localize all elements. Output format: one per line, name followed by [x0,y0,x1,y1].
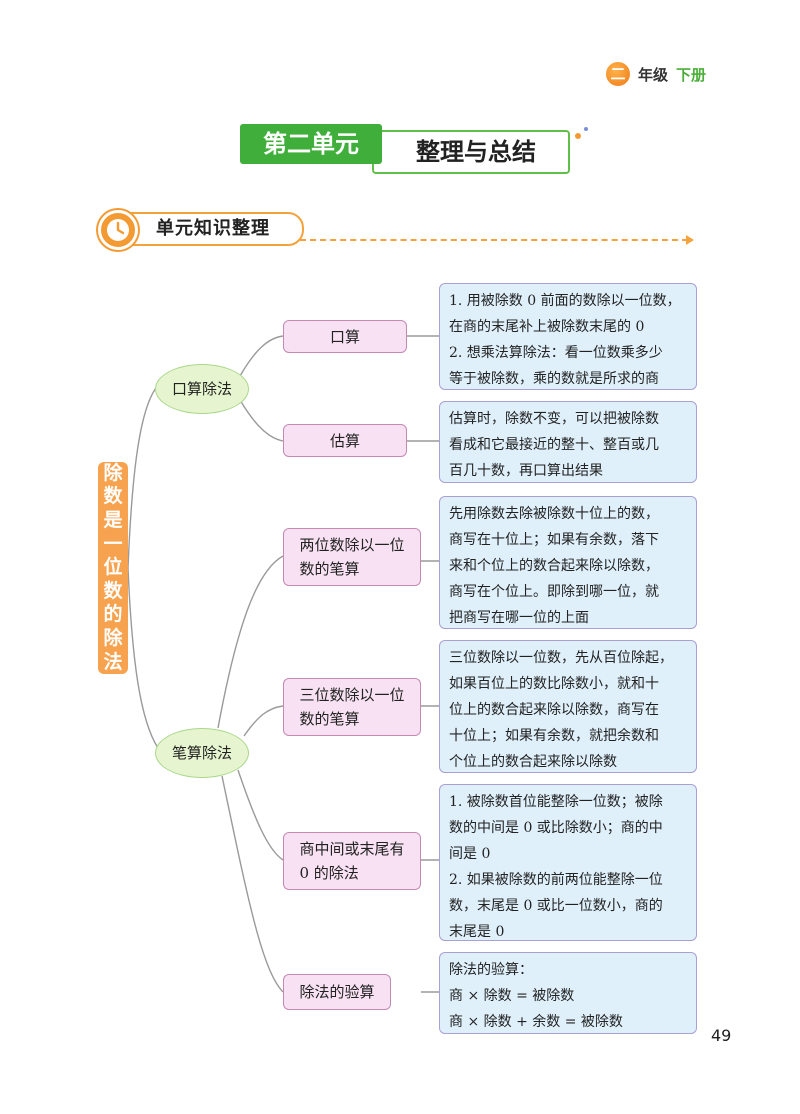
topic-two-digit-division: 两位数除以一位数的笔算 [283,528,421,586]
branch-oral-division: 口算除法 [155,364,249,414]
topic-three-digit-division: 三位数除以一位数的笔算 [283,678,421,736]
connector-root-oral [127,387,157,569]
grade-label: 年级 [637,65,668,84]
connector-written-topic1 [217,555,284,729]
connector-oral-topic1 [239,335,284,377]
arrow-right-icon [686,235,694,245]
connector-written-topic2 [243,705,284,737]
unit-tag: 第二单元 [240,124,382,164]
detail-oral-calculation: 1. 用被除数 0 前面的数除以一位数， 在商的末尾补上被除数末尾的 0 2. … [439,283,697,390]
mindmap-root: 除 数 是 一 位 数 的 除 法 [98,462,128,674]
grade-badge: 二 年级 下册 [605,62,706,86]
section-title: 单元知识整理 [120,212,304,246]
unit-title: 整理与总结 第二单元 [240,124,570,174]
connector-oral-topic2 [239,399,284,442]
detail-three-digit-division: 三位数除以一位数，先从百位除起， 如果百位上的数比除数小，就和十 位上的数合起来… [439,640,697,773]
section-divider [300,239,688,241]
detail-division-check: 除法的验算： 商 × 除数 = 被除数 商 × 除数 + 余数 = 被除数 [439,952,697,1034]
branch-written-division: 笔算除法 [155,728,249,778]
topic-oral-calculation: 口算 [283,320,407,353]
decor-dots-icon [575,127,588,139]
volume-label: 下册 [675,65,706,84]
page-number: 49 [711,1026,732,1045]
detail-zero-quotient-division: 1. 被除数首位能整除一位数；被除 数的中间是 0 或比除数小；商的中 间是 0… [439,784,697,941]
connector-written-topic4 [221,775,284,993]
topic-division-check: 除法的验算 [283,974,391,1010]
connector-root-written [127,567,159,749]
detail-two-digit-division: 先用除数去除被除数十位上的数， 商写在十位上；如果有余数，落下 来和个位上的数合… [439,496,697,629]
connector-written-topic3 [237,769,284,861]
unit-title-text: 整理与总结 [372,130,570,174]
clock-icon [98,210,138,250]
topic-estimation: 估算 [283,424,407,457]
grade-number-icon: 二 [605,62,630,86]
detail-estimation: 估算时，除数不变，可以把被除数 看成和它最接近的整十、整百或几 百几十数，再口算… [439,401,697,483]
